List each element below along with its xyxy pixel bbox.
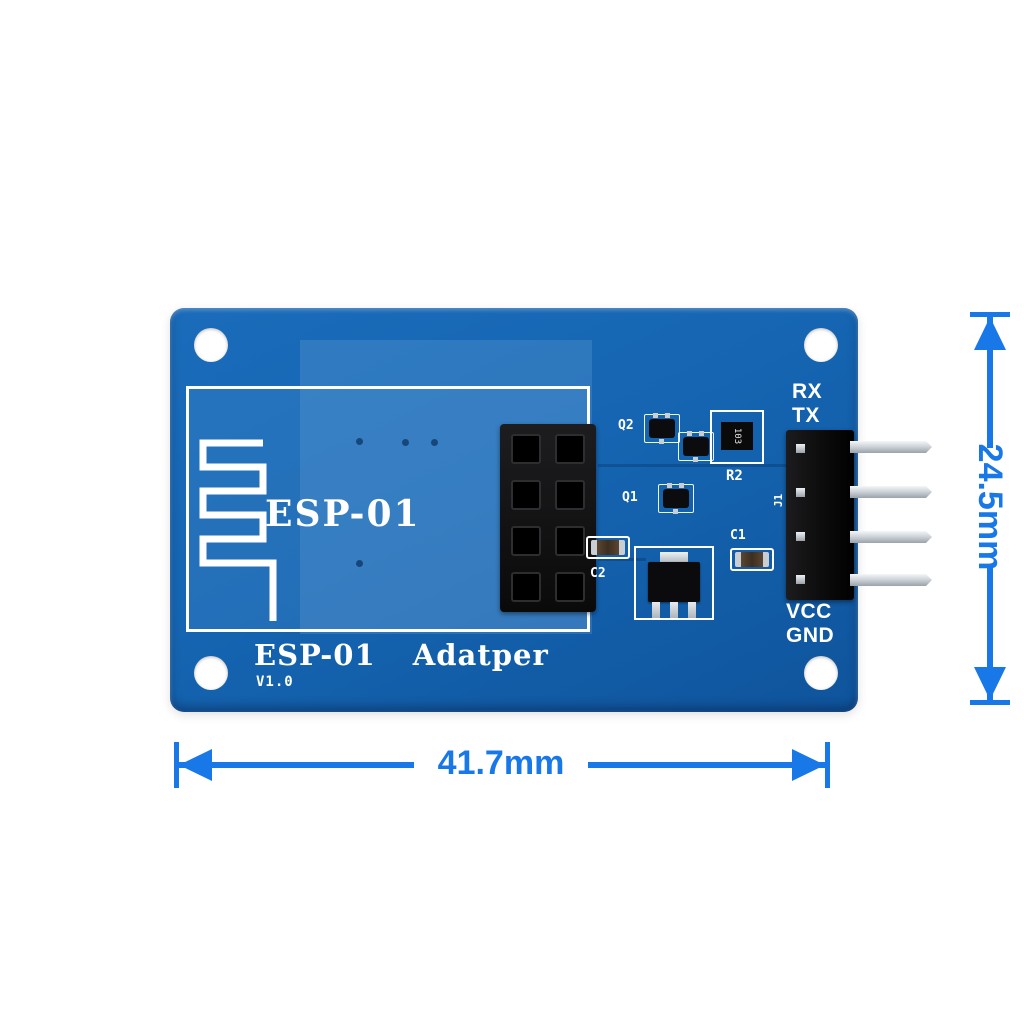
transistor-body (663, 483, 689, 514)
transistor-body (649, 413, 675, 444)
width-dim-arrowhead-left (179, 749, 212, 781)
header-pin-shoulder (796, 488, 805, 497)
via-dot (356, 438, 363, 445)
transistor-q2-a (644, 413, 680, 444)
label-c1: C1 (730, 528, 746, 543)
pcb-trace (598, 558, 646, 561)
label-q2: Q2 (618, 418, 634, 433)
resistor-chip: 103 (721, 422, 753, 450)
header-pin-tx (850, 486, 932, 498)
mounting-hole-top-left (194, 328, 228, 362)
socket-pin-hole (511, 526, 541, 556)
label-rx: RX (792, 380, 823, 403)
width-dimension-label: 41.7mm (437, 744, 565, 782)
mounting-hole-bottom-right (804, 656, 838, 690)
via-dot (356, 560, 363, 567)
mounting-hole-bottom-left (194, 656, 228, 690)
socket-pin-hole (555, 434, 585, 464)
transistor-q1 (658, 483, 694, 514)
capacitor-c2 (586, 536, 630, 559)
label-q1: Q1 (622, 490, 638, 505)
header-pin-shoulder (796, 444, 805, 453)
socket-pin-hole (511, 572, 541, 602)
transistor-q2-b (678, 431, 714, 462)
label-vcc: VCC (786, 600, 832, 623)
header-pin-gnd (850, 574, 932, 586)
pcb-board: ESP-01 Q2 Q1 103 (170, 308, 858, 712)
label-gnd: GND (786, 624, 835, 647)
width-dim-shaft-left (179, 762, 414, 768)
board-version: V1.0 (256, 674, 294, 690)
label-tx: TX (792, 404, 820, 427)
socket-pin-hole (511, 434, 541, 464)
regulator-tab (660, 552, 688, 562)
header-pin-vcc (850, 531, 932, 543)
header-pin-shoulder (796, 532, 805, 541)
pcb-trace (598, 464, 788, 467)
capacitor-body (735, 552, 769, 567)
height-dim-tick-bottom (970, 700, 1010, 705)
antenna-meander-path (199, 439, 277, 621)
resistor-network-r2: 103 (710, 410, 764, 464)
regulator-leg (670, 602, 678, 618)
label-c2: C2 (590, 566, 606, 581)
chip-marking: 103 (731, 427, 742, 445)
width-dim-tick-left (174, 742, 179, 788)
capacitor-body (591, 540, 625, 555)
header-pin-shoulder (796, 575, 805, 584)
height-dim-arrowhead-bottom (974, 667, 1006, 700)
regulator-leg (652, 602, 660, 618)
antenna-trace (199, 439, 277, 621)
width-dim-tick-right (825, 742, 830, 788)
esp01-socket-2x4 (500, 424, 596, 612)
regulator-leg (688, 602, 696, 618)
width-dim-shaft-right (588, 762, 825, 768)
capacitor-c1 (730, 548, 774, 571)
label-j1: J1 (772, 493, 786, 508)
board-title: ESP-01 Adatper (254, 638, 549, 672)
via-dot (402, 439, 409, 446)
height-dim-arrowhead-top (974, 317, 1006, 350)
via-dot (431, 439, 438, 446)
voltage-regulator (634, 546, 714, 620)
height-dim-tick-top (970, 312, 1010, 317)
width-dim-arrowhead-right (792, 749, 825, 781)
module-label: ESP-01 (265, 493, 421, 535)
socket-pin-hole (555, 480, 585, 510)
pin-header-4pin (786, 430, 854, 600)
transistor-body (683, 431, 709, 462)
height-dimension-label: 24.5mm (971, 443, 1009, 571)
header-pin-rx (850, 441, 932, 453)
mounting-hole-top-right (804, 328, 838, 362)
socket-pin-hole (555, 572, 585, 602)
socket-pin-hole (555, 526, 585, 556)
socket-pin-hole (511, 480, 541, 510)
regulator-body (648, 562, 700, 602)
label-r2: R2 (726, 468, 743, 484)
